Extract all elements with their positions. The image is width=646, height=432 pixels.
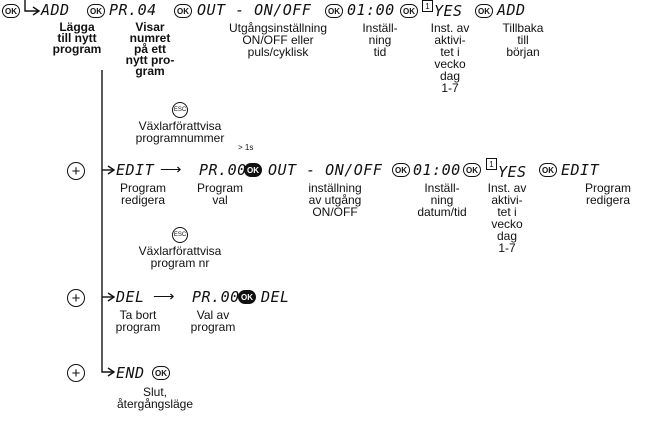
display-end: END (116, 364, 145, 382)
display-edit: EDIT (116, 161, 155, 179)
plus-button: + (67, 289, 85, 307)
ok-button-start: OK (2, 4, 20, 18)
arrow-right-icon: ⟶ (153, 288, 175, 305)
hold-time-label: > 1s (238, 143, 254, 152)
plus-button: + (67, 162, 85, 180)
label-end-return: Slut,återgångsläge (116, 385, 194, 411)
plus-button: + (67, 364, 85, 382)
branch-end (101, 362, 114, 373)
display-program-select: PR.00 (192, 288, 240, 306)
ok-button: OK (400, 4, 418, 18)
ok-button: OK (539, 163, 557, 177)
ok-button: OK (174, 4, 192, 18)
ok-button: OK (325, 4, 343, 18)
ok-button: OK (87, 4, 105, 18)
display-program-number: PR.04 (109, 1, 157, 19)
display-del: DEL (116, 288, 145, 306)
display-out-on-off: OUT - ON/OFF (197, 1, 312, 19)
display-program-select: PR.00 (199, 161, 247, 179)
start-connector (24, 0, 38, 12)
display-del-confirm: DEL (261, 288, 290, 306)
display-add: ADD (41, 1, 70, 19)
arrow-head-4 (107, 367, 116, 377)
arrow-head-2 (107, 165, 116, 175)
display-time: 01:00 (413, 161, 461, 179)
ok-button: OK (152, 366, 170, 380)
arrow-right-icon: ⟶ (160, 161, 182, 178)
esc-button: ESC (172, 102, 188, 118)
ok-button: OK (475, 4, 493, 18)
display-time: 01:00 (347, 1, 395, 19)
esc-button: ESC (172, 227, 188, 243)
day-box-icon: 1 (422, 0, 433, 12)
display-out-on-off: OUT - ON/OFF (268, 161, 383, 179)
arrow-head-1 (32, 6, 41, 16)
display-edit-end: EDIT (561, 161, 600, 179)
ok-button: OK (463, 163, 481, 177)
display-yes: YES (498, 163, 527, 181)
arrow-head-3 (107, 292, 116, 302)
ok-button-solid: OK (238, 290, 256, 304)
display-yes: YES (434, 2, 463, 20)
display-add-end: ADD (497, 1, 526, 19)
ok-button: OK (392, 163, 410, 177)
day-box-icon: 1 (486, 158, 497, 170)
ok-button-solid: OK (244, 163, 262, 177)
